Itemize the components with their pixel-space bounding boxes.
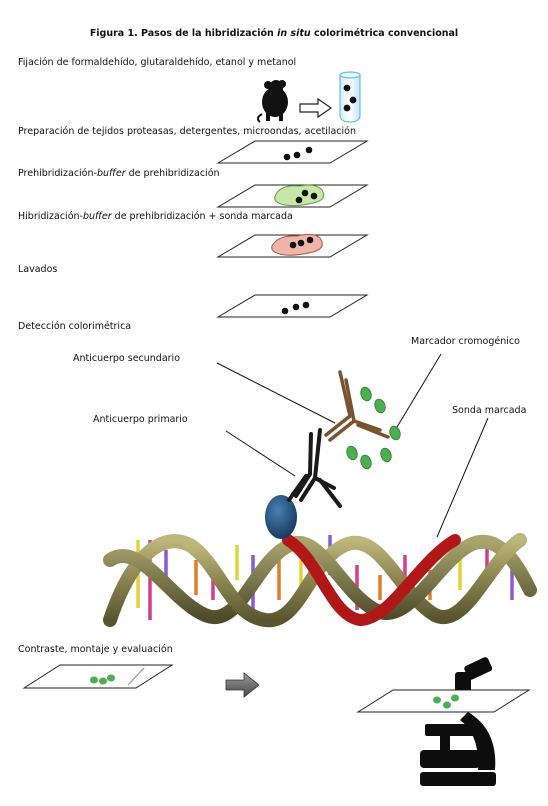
leader-lines — [216, 353, 489, 538]
slide-final — [22, 664, 174, 689]
step-fixation: Fijación de formaldehído, glutaraldehído… — [18, 57, 297, 68]
outline-arrow-icon — [299, 97, 333, 119]
label-chromogenic-marker: Marcador cromogénico — [411, 336, 520, 347]
slide-microscope — [356, 689, 531, 713]
slide-hybridization — [216, 233, 369, 258]
primary-antibody-icon — [287, 428, 342, 508]
step-preparation: Preparación de tejidos proteasas, deterg… — [18, 126, 356, 137]
mouse-icon — [256, 80, 288, 123]
slide-washes — [216, 294, 369, 318]
step-final: Contraste, montaje y evaluación — [18, 644, 173, 655]
slide-preparation — [216, 140, 369, 164]
dna-helix — [103, 533, 537, 628]
microscope-icon — [420, 657, 496, 786]
step-washes: Lavados — [18, 264, 58, 275]
test-tube-icon — [339, 71, 361, 123]
step-hybridization: Hibridización-buffer de prehibridización… — [18, 211, 293, 222]
arrow-right-icon — [225, 672, 260, 698]
label-primary-antibody: Anticuerpo primario — [93, 414, 188, 425]
probe-strand — [282, 534, 461, 627]
label-secondary-antibody: Anticuerpo secundario — [73, 353, 181, 364]
secondary-antibody-icon — [324, 370, 390, 442]
label-labeled-probe: Sonda marcada — [452, 405, 527, 416]
step-prehybridization: Prehibridización-buffer de prehibridizac… — [18, 168, 220, 179]
figure-title: Figura 1. Pasos de la hibridización in s… — [89, 28, 459, 39]
slide-prehybridization — [216, 184, 369, 208]
chromogenic-markers — [346, 386, 401, 470]
hapten-label — [265, 495, 297, 539]
step-detection: Detección colorimétrica — [18, 321, 132, 332]
